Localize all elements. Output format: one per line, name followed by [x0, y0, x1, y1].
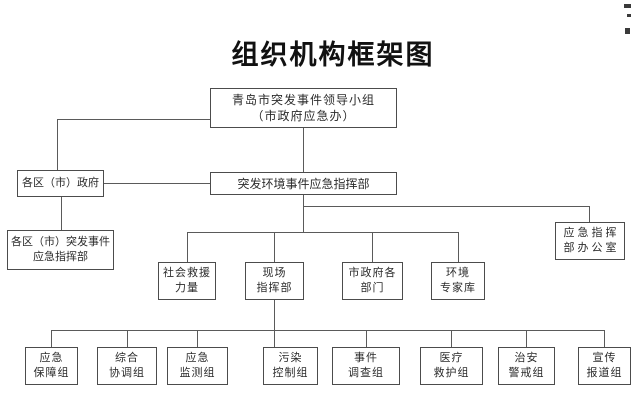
node-label: 治安 [514, 352, 539, 364]
node-label: 监测组 [179, 367, 216, 379]
node-label: 社会救援 [163, 267, 211, 279]
connector-line [451, 330, 452, 347]
node-team-investigation: 事件 调查组 [332, 347, 400, 385]
node-label: 现场 [262, 267, 287, 279]
connector-line [526, 330, 527, 347]
node-command-hq: 突发环境事件应急指挥部 [210, 172, 397, 195]
node-label: 应急指挥部 [33, 251, 88, 263]
connector-line [197, 330, 198, 347]
node-label: 应急指挥 [563, 227, 620, 239]
node-district-hq: 各区（市）突发事件 应急指挥部 [7, 230, 114, 270]
node-hq-office: 应急指挥 部办公室 [555, 222, 625, 260]
connector-line [57, 119, 210, 120]
node-team-pollution-control: 污染 控制组 [263, 347, 318, 385]
node-label: 各区（市）政府 [22, 177, 99, 189]
page-title: 组织机构框架图 [231, 40, 435, 70]
node-label: 力量 [175, 282, 199, 294]
node-gov-departments: 市政府各 部门 [342, 262, 403, 300]
node-team-coordination: 综合 协调组 [97, 347, 157, 385]
connector-line [372, 232, 373, 262]
scan-artifact [625, 28, 630, 34]
node-label: 市政府各 [348, 267, 397, 279]
node-field-hq: 现场 指挥部 [245, 262, 304, 300]
node-label: 环境 [446, 267, 470, 279]
node-district-gov: 各区（市）政府 [17, 170, 104, 197]
node-label: 应急 [185, 352, 210, 364]
connector-line [366, 330, 367, 347]
connector-line [274, 232, 275, 262]
scan-artifact [624, 4, 631, 8]
connector-line [57, 119, 58, 170]
node-label: 青岛市突发事件领导小组 [231, 93, 375, 107]
node-expert-pool: 环境 专家库 [431, 262, 485, 300]
connector-line [51, 330, 604, 331]
node-label: 调查组 [348, 367, 384, 379]
node-label: 事件 [354, 352, 378, 364]
node-team-medical: 医疗 救护组 [420, 347, 483, 385]
node-team-monitoring: 应急 监测组 [167, 347, 228, 385]
node-label: 突发环境事件应急指挥部 [237, 176, 370, 191]
connector-line [127, 330, 128, 347]
connector-line [458, 232, 459, 262]
node-label: 医疗 [439, 352, 464, 364]
connector-line [187, 232, 458, 233]
node-leader-group: 青岛市突发事件领导小组 （市政府应急办） [210, 88, 397, 128]
connector-line [51, 330, 52, 347]
connector-line [303, 195, 304, 232]
connector-line [187, 232, 188, 262]
node-label: 救护组 [433, 367, 470, 379]
node-label: 专家库 [440, 282, 476, 294]
node-label: 协调组 [109, 367, 145, 379]
node-label: 宣传 [592, 352, 617, 364]
node-team-support: 应急 保障组 [25, 347, 78, 385]
node-label: 各区（市）突发事件 [11, 236, 110, 248]
node-label: 报道组 [586, 367, 623, 379]
connector-line [303, 128, 304, 172]
node-label: 控制组 [272, 367, 309, 379]
node-team-publicity: 宣传 报道组 [578, 347, 631, 385]
node-label: 部门 [360, 282, 385, 294]
connector-line [61, 197, 62, 230]
node-label: 应急 [39, 352, 64, 364]
node-label: 警戒组 [508, 367, 545, 379]
connector-line [274, 300, 275, 347]
connector-line [604, 330, 605, 347]
connector-line [589, 206, 590, 222]
connector-line [303, 206, 589, 207]
node-label: 指挥部 [256, 282, 293, 294]
node-label: 综合 [115, 352, 139, 364]
node-label: 污染 [278, 352, 303, 364]
node-team-security: 治安 警戒组 [498, 347, 555, 385]
connector-line [104, 183, 210, 184]
node-label: （市政府应急办） [251, 109, 356, 123]
scan-artifact [627, 14, 631, 17]
node-label: 部办公室 [563, 242, 620, 254]
node-social-rescue: 社会救援 力量 [158, 262, 216, 300]
node-label: 保障组 [33, 367, 70, 379]
